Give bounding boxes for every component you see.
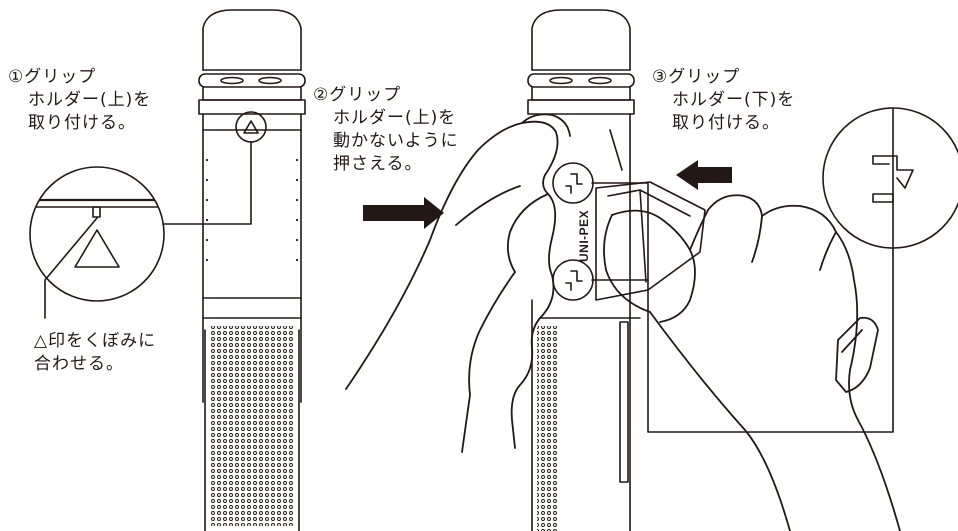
step2-line2: ホルダー(上)を [333, 108, 457, 128]
step3-line3: 取り付ける。 [672, 113, 780, 133]
arrow-right [363, 197, 444, 229]
grip-piece [835, 316, 879, 393]
left-grip-holder [198, 99, 306, 115]
step2-line3: 動かないように [333, 131, 459, 151]
step3-label: ③グリップ ホルダー(下)を 取り付ける。 [652, 66, 795, 135]
step3-line1: ③グリップ [652, 67, 741, 87]
step1-line1: ①グリップ [8, 67, 97, 87]
left-zoom-detail [29, 166, 165, 319]
left-leader [162, 141, 252, 225]
step1-line2: ホルダー(上)を [28, 90, 152, 110]
note-leader [44, 217, 98, 319]
step1-label: ①グリップ ホルダー(上)を 取り付ける。 [8, 66, 151, 135]
left-mic-head [202, 9, 302, 71]
note-line1: △印をくぼみに [34, 331, 157, 351]
step1-line3: 取り付ける。 [28, 113, 136, 133]
left-hand [345, 113, 571, 453]
right-zoom-detail [822, 107, 958, 249]
center-microphone: UNI-PEX [527, 9, 894, 531]
brand-text: UNI-PEX [577, 210, 591, 262]
note-line2: 合わせる。 [34, 354, 124, 374]
step2-line4: 押さえる。 [333, 154, 423, 174]
left-mic-grille [210, 326, 294, 526]
note-label: △印をくぼみに 合わせる。 [34, 330, 156, 376]
upper-detail-circle [552, 162, 594, 204]
left-microphone [198, 9, 306, 531]
left-mic-ring [198, 73, 306, 88]
lower-detail-circle [552, 259, 594, 301]
lower-grip-holder [595, 181, 706, 301]
step2-line1: ②グリップ [313, 85, 402, 105]
step2-label: ②グリップ ホルダー(上)を 動かないように 押さえる。 [313, 84, 459, 176]
step3-line2: ホルダー(下)を [672, 90, 796, 110]
right-hand [603, 194, 901, 531]
left-mark-circle [235, 111, 267, 143]
arrow-left [676, 160, 732, 190]
